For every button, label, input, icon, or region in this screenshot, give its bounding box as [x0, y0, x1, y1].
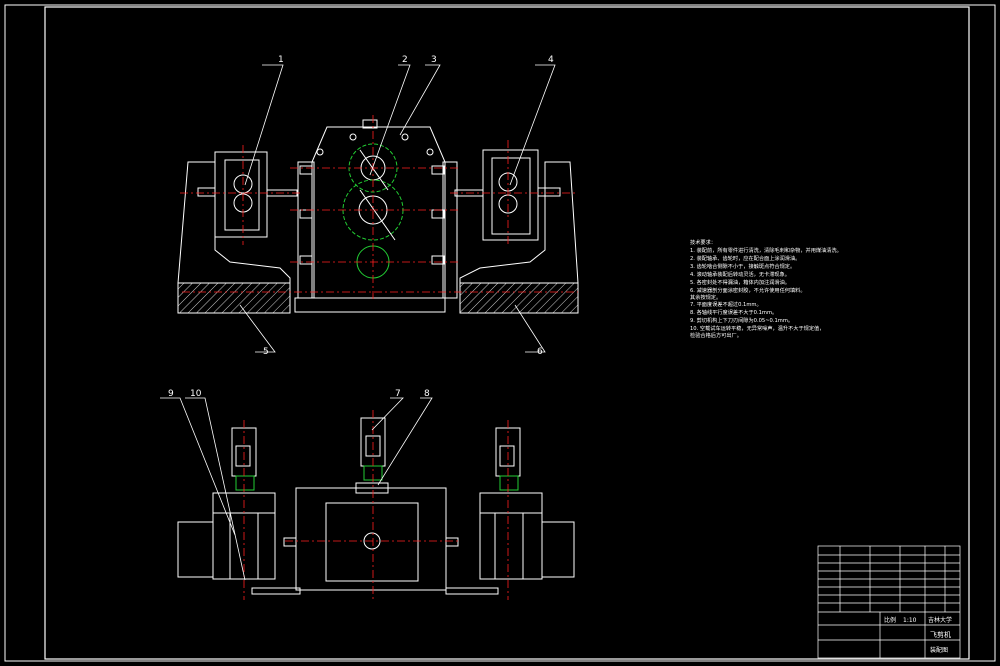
right-outer-motor — [541, 521, 575, 578]
callout-8: 8 — [424, 389, 430, 399]
callout-6: 6 — [537, 347, 543, 357]
bolt — [401, 133, 409, 141]
crank-arm — [359, 149, 396, 241]
tech-title: 技术要求： — [690, 238, 716, 246]
bolt — [316, 148, 324, 156]
callout-leaders — [160, 64, 556, 581]
right-base-hatch — [459, 282, 579, 314]
tech-item: 8. 各轴线平行度误差不大于0.1mm。 — [690, 308, 777, 316]
side-pin-right — [445, 537, 459, 547]
outer-frame — [4, 4, 996, 662]
tech-item: 7. 平面度误差不超过0.1mm。 — [690, 300, 762, 308]
tech-item: 2. 装配轴承、齿轮时，应在配合面上涂润滑油。 — [690, 254, 800, 262]
school-name: 吉林大学 — [928, 616, 952, 624]
motor-cap-left — [235, 445, 251, 467]
tech-item: 检验合格后方可出厂。 — [690, 331, 742, 339]
tech-item: 6. 减速器剖分面涂密封胶，不允许使用任何填料。 — [690, 286, 806, 294]
motor-cap-right — [499, 445, 515, 467]
housing-top-cap — [362, 119, 378, 129]
bolt — [349, 133, 357, 141]
callout-2: 2 — [402, 55, 408, 65]
center-window — [325, 502, 419, 582]
tech-requirements: 技术要求： 1. 装配前，所有零件进行清洗，清除毛刺和杂物，并用煤油清洗。 2.… — [690, 238, 842, 339]
bolt — [426, 148, 434, 156]
tech-item: 5. 各密封处不得漏油，箱体内加注润滑油。 — [690, 278, 790, 286]
center-housing-base — [294, 297, 446, 313]
left-motor-flange — [197, 187, 216, 197]
front-center-lines — [180, 115, 578, 300]
center-top-bar — [355, 482, 389, 494]
callout-1: 1 — [278, 55, 284, 65]
title-block-text: 吉林大学 飞剪机 装配图 比例 1:10 — [884, 616, 952, 654]
tech-item: 9. 剪切机构上下刀刃间隙为0.05~0.1mm。 — [690, 316, 793, 324]
callout-9: 9 — [168, 389, 174, 399]
bottom-shaft-left — [251, 587, 301, 595]
callout-7: 7 — [395, 389, 401, 399]
bottom-shaft-right — [445, 587, 499, 595]
scale-label: 比例 — [884, 616, 896, 624]
left-gearbox-inner — [224, 159, 260, 231]
title-block — [817, 545, 961, 659]
coupling-right — [499, 475, 519, 491]
callout-4: 4 — [548, 55, 554, 65]
right-gearbox-inner — [491, 157, 531, 235]
tech-item: 3. 齿轮啮合侧隙不小于，接触斑点符合规定。 — [690, 262, 795, 270]
callout-3: 3 — [431, 55, 437, 65]
top-view — [177, 410, 575, 600]
tech-item: 10. 空载试车运转平稳，无异常噪声，温升不大于规定值， — [690, 324, 824, 332]
right-box — [479, 512, 543, 580]
callout-10: 10 — [190, 389, 202, 399]
center-housing-side-right — [442, 161, 458, 299]
top-center-lines — [243, 410, 509, 600]
tech-item: 1. 装配前，所有零件进行清洗，清除毛刺和杂物，并用煤油清洗。 — [690, 246, 842, 254]
callout-5: 5 — [263, 347, 269, 357]
right-inner-column — [494, 512, 524, 580]
left-base-hatch — [177, 282, 291, 314]
drawing-name: 飞剪机 — [930, 630, 951, 639]
left-outer-motor — [177, 521, 214, 578]
inner-frame — [44, 6, 970, 660]
tech-item: 其余按规定。 — [690, 293, 721, 301]
coupling-left — [235, 475, 255, 491]
motor-cap-center — [365, 435, 381, 457]
right-housing — [479, 492, 543, 514]
center-shaft — [363, 532, 381, 550]
right-motor-flange — [537, 187, 561, 197]
tech-item: 4. 滚动轴承装配后转动灵活，无卡滞现象。 — [690, 270, 790, 278]
side-pin-left — [283, 537, 297, 547]
scale-value: 1:10 — [903, 617, 917, 624]
front-view — [177, 115, 579, 314]
drawing-subtitle: 装配图 — [930, 646, 948, 654]
housing-bolts — [299, 165, 445, 265]
callout-labels: 1 2 3 4 5 6 7 8 9 10 — [168, 55, 554, 399]
